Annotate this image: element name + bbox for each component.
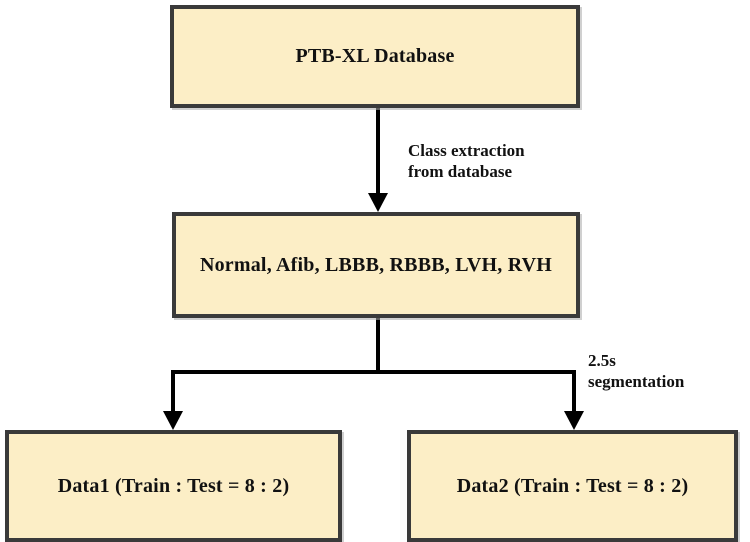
node-data2-label: Data2 (Train : Test = 8 : 2): [456, 474, 689, 497]
node-data1: Data1 (Train : Test = 8 : 2): [5, 430, 342, 542]
arrowhead-into-data2: [564, 411, 584, 430]
node-ptb-xl-database: PTB-XL Database: [170, 5, 580, 108]
node-class-list: Normal, Afib, LBBB, RBBB, LVH, RVH: [172, 212, 580, 318]
edge-label-segmentation: 2.5s segmentation: [588, 351, 685, 392]
edge-label-class-extraction: Class extraction from database: [408, 141, 525, 182]
arrowhead-into-classes: [368, 193, 388, 212]
node-ptb-xl-database-label: PTB-XL Database: [295, 45, 455, 67]
arrowhead-into-data1: [163, 411, 183, 430]
node-class-list-label: Normal, Afib, LBBB, RBBB, LVH, RVH: [199, 253, 553, 276]
node-data2: Data2 (Train : Test = 8 : 2): [407, 430, 738, 542]
node-data1-label: Data1 (Train : Test = 8 : 2): [57, 474, 290, 497]
